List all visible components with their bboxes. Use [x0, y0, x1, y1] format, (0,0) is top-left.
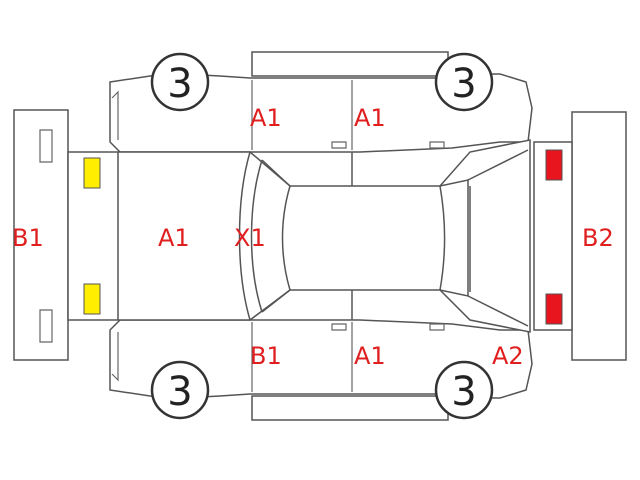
- wheel-badge-front-left: 3: [150, 52, 210, 112]
- grade-windshield: X1: [234, 224, 266, 252]
- wheel-badge-value: 3: [451, 61, 476, 107]
- wheel-badge-value: 3: [167, 369, 192, 415]
- grade-rear-quarter: A2: [492, 342, 524, 370]
- top-roof-rail: [251, 51, 449, 77]
- wheel-badge-front-right: 3: [150, 360, 210, 420]
- front-lamps: [83, 157, 101, 315]
- fog-lamp-icon: [83, 157, 101, 189]
- grade-bottom-front-door: B1: [250, 342, 282, 370]
- grade-front-bumper: B1: [12, 224, 44, 252]
- wheel-badge-value: 3: [451, 369, 476, 415]
- front-bumper: [13, 109, 69, 361]
- grade-hood: A1: [158, 224, 190, 252]
- tail-lamp-icon: [545, 149, 563, 181]
- top-side-panel: [109, 73, 533, 153]
- tail-lamp-icon: [545, 293, 563, 325]
- grade-top-rear-door: A1: [354, 104, 386, 132]
- wheel-badge-value: 3: [167, 61, 192, 107]
- wheel-badge-rear-right: 3: [434, 360, 494, 420]
- grade-bottom-rear-door: A1: [354, 342, 386, 370]
- rear-lamps: [533, 141, 573, 331]
- car-top-view: [67, 139, 531, 333]
- grade-top-front-door: A1: [250, 104, 282, 132]
- wheel-badge-rear-left: 3: [434, 52, 494, 112]
- bottom-roof-rail: [251, 395, 449, 421]
- grade-rear-bumper: B2: [582, 224, 614, 252]
- fog-lamp-icon: [83, 283, 101, 315]
